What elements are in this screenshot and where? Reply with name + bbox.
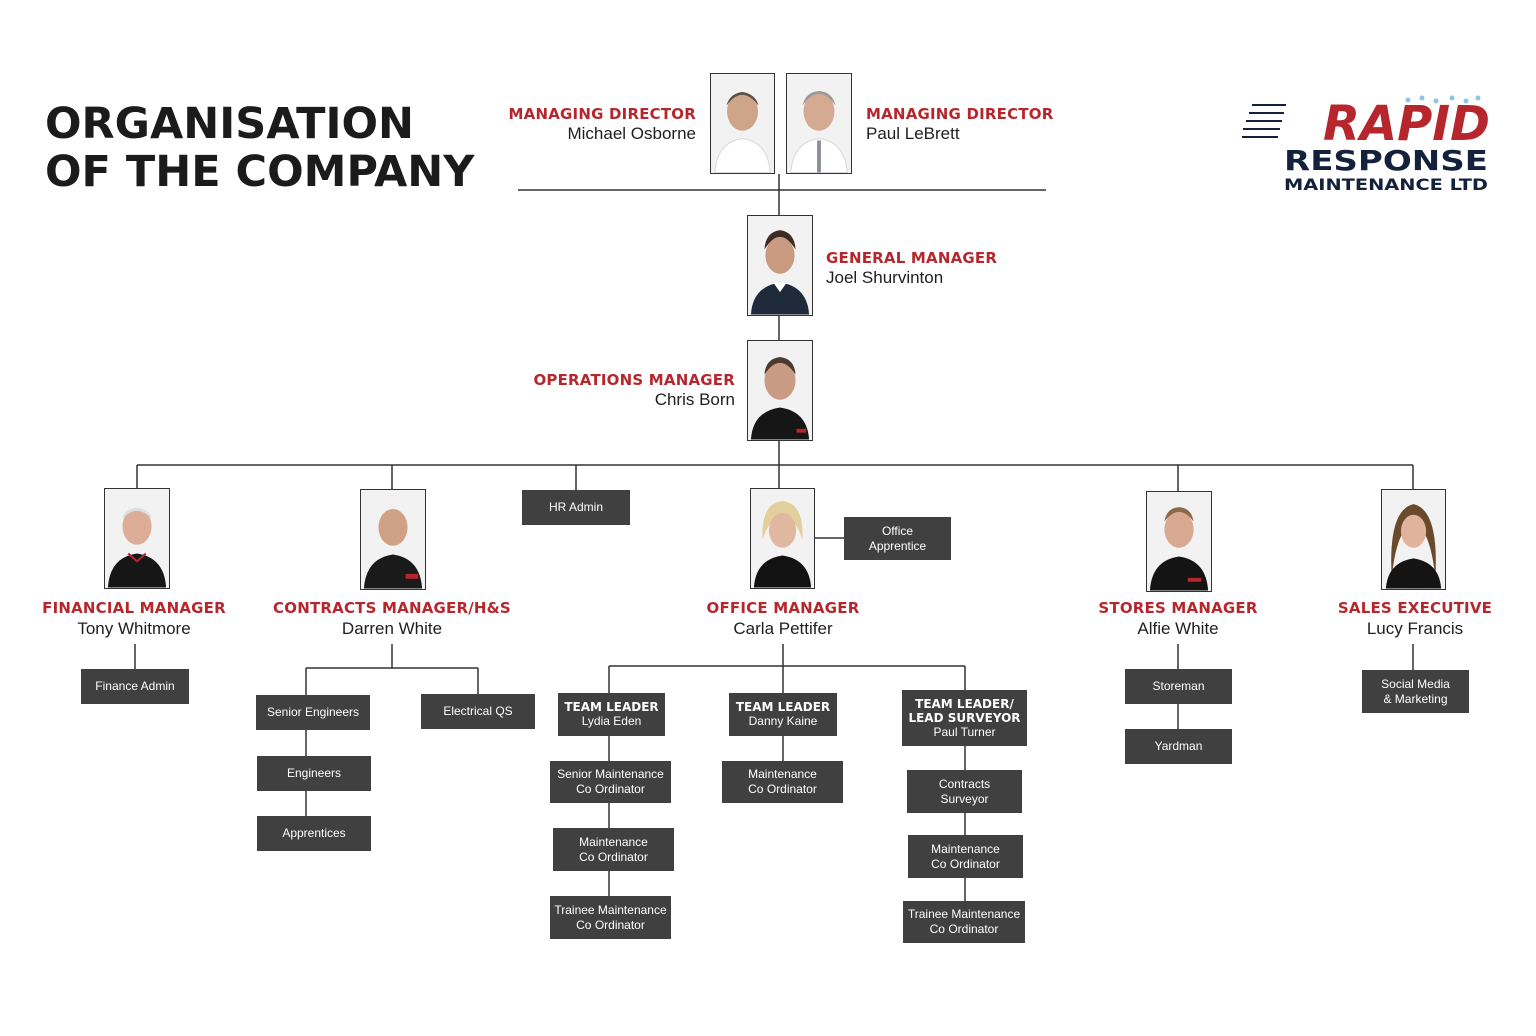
- electrical-qs-box: Electrical QS: [421, 694, 535, 729]
- gm-name: Joel Shurvinton: [826, 268, 944, 287]
- logo-text-maintenance-ltd: MAINTENANCE LTD: [1284, 175, 1488, 194]
- contracts-surveyor-box: Contracts Surveyor: [907, 770, 1022, 813]
- sto-name: Alfie White: [1137, 619, 1219, 638]
- senior-engineers-box: Senior Engineers: [256, 695, 370, 730]
- team-leader-paul-role: TEAM LEADER/ LEAD SURVEYOR: [908, 696, 1021, 725]
- team-leader-lydia-name: Lydia Eden: [581, 714, 642, 728]
- yardman-box: Yardman: [1125, 729, 1232, 764]
- senior-maintenance-coordinator-box: Senior Maintenance Co Ordinator: [550, 761, 671, 803]
- off-name: Carla Pettifer: [733, 619, 833, 638]
- trainee-maintenance-coordinator-1-box: Trainee Maintenance Co Ordinator: [550, 896, 671, 939]
- off-photo: [750, 488, 815, 589]
- logo-text-rapid: RAPID: [1323, 96, 1490, 152]
- engineers-box: Engineers: [257, 756, 371, 791]
- trainee-maintenance-coordinator-3-label: Trainee Maintenance Co Ordinator: [907, 907, 1021, 936]
- finance-admin-label: Finance Admin: [95, 679, 175, 693]
- hr-admin-box: HR Admin: [522, 490, 630, 525]
- team-leader-paul-name: Paul Turner: [933, 724, 996, 739]
- logo-text-response: RESPONSE: [1284, 144, 1488, 177]
- title-line-1: ORGANISATION: [45, 99, 415, 149]
- apprentices-box: Apprentices: [257, 816, 371, 851]
- ops-name: Chris Born: [654, 390, 735, 409]
- fin-photo: [104, 488, 170, 589]
- maintenance-coordinator-1-box: Maintenance Co Ordinator: [553, 828, 674, 871]
- office-apprentice-label: Office Apprentice: [868, 523, 927, 553]
- trainee-maintenance-coordinator-3-box: Trainee Maintenance Co Ordinator: [903, 901, 1025, 943]
- team-leader-paul-box: TEAM LEADER/ LEAD SURVEYOR Paul Turner: [902, 690, 1027, 746]
- gm-photo: [747, 215, 813, 316]
- sal-role: SALES EXECUTIVE: [1337, 599, 1493, 617]
- title-line-2: OF THE COMPANY: [45, 147, 475, 197]
- contracts-surveyor-label: Contracts Surveyor: [938, 776, 991, 806]
- trainee-maintenance-coordinator-1-label: Trainee Maintenance Co Ordinator: [554, 902, 667, 932]
- office-apprentice-box: Office Apprentice: [844, 517, 951, 560]
- con-role: CONTRACTS MANAGER/H&S: [273, 599, 511, 617]
- con-photo: [360, 489, 426, 590]
- storeman-box: Storeman: [1125, 669, 1232, 704]
- maintenance-coordinator-3-box: Maintenance Co Ordinator: [908, 835, 1023, 878]
- team-leader-lydia-box: TEAM LEADER Lydia Eden: [558, 693, 665, 736]
- sto-role: STORES MANAGER: [1098, 599, 1258, 617]
- md2-role: MANAGING DIRECTOR: [866, 105, 1054, 123]
- sal-name: Lucy Francis: [1366, 619, 1464, 638]
- md1-role: MANAGING DIRECTOR: [508, 105, 696, 123]
- logo-speed-lines-icon: RAPID RESPONSE MAINTENANCE LTD: [1242, 95, 1490, 194]
- electrical-qs-label: Electrical QS: [443, 704, 513, 718]
- ops-role: OPERATIONS MANAGER: [533, 371, 735, 389]
- fin-role: FINANCIAL MANAGER: [42, 599, 226, 617]
- con-name: Darren White: [341, 619, 443, 638]
- maintenance-coordinator-1-label: Maintenance Co Ordinator: [579, 834, 648, 864]
- off-role: OFFICE MANAGER: [706, 599, 860, 617]
- fin-name: Tony Whitmore: [77, 619, 191, 638]
- engineers-label: Engineers: [286, 766, 342, 780]
- senior-engineers-label: Senior Engineers: [266, 705, 360, 719]
- md1-photo: [710, 73, 775, 174]
- team-leader-danny-name: Danny Kaine: [748, 714, 818, 728]
- sto-photo: [1146, 491, 1212, 592]
- maintenance-coordinator-2-label: Maintenance Co Ordinator: [748, 767, 817, 796]
- team-leader-danny-role: TEAM LEADER: [735, 700, 831, 714]
- team-leader-danny-box: TEAM LEADER Danny Kaine: [729, 693, 837, 736]
- page-title: ORGANISATION OF THE COMPANY: [45, 100, 474, 196]
- social-media-marketing-box: Social Media & Marketing: [1362, 670, 1469, 713]
- gm-role: GENERAL MANAGER: [826, 249, 998, 267]
- md2-name: Paul LeBrett: [866, 124, 960, 143]
- maintenance-coordinator-3-label: Maintenance Co Ordinator: [931, 841, 1000, 871]
- senior-maintenance-coordinator-label: Senior Maintenance Co Ordinator: [557, 767, 664, 796]
- storeman-label: Storeman: [1152, 679, 1205, 693]
- apprentices-label: Apprentices: [282, 826, 346, 840]
- maintenance-coordinator-2-box: Maintenance Co Ordinator: [722, 761, 843, 803]
- ops-photo: [747, 340, 813, 441]
- finance-admin-box: Finance Admin: [81, 669, 189, 704]
- md2-photo: [786, 73, 852, 174]
- yardman-label: Yardman: [1154, 739, 1203, 753]
- social-media-marketing-label: Social Media & Marketing: [1381, 676, 1450, 706]
- company-logo: RAPID RESPONSE MAINTENANCE LTD: [1240, 92, 1492, 196]
- sal-photo: [1381, 489, 1446, 590]
- md1-name: Michael Osborne: [567, 124, 696, 143]
- team-leader-lydia-role: TEAM LEADER: [564, 700, 659, 714]
- hr-admin-label: HR Admin: [548, 500, 604, 514]
